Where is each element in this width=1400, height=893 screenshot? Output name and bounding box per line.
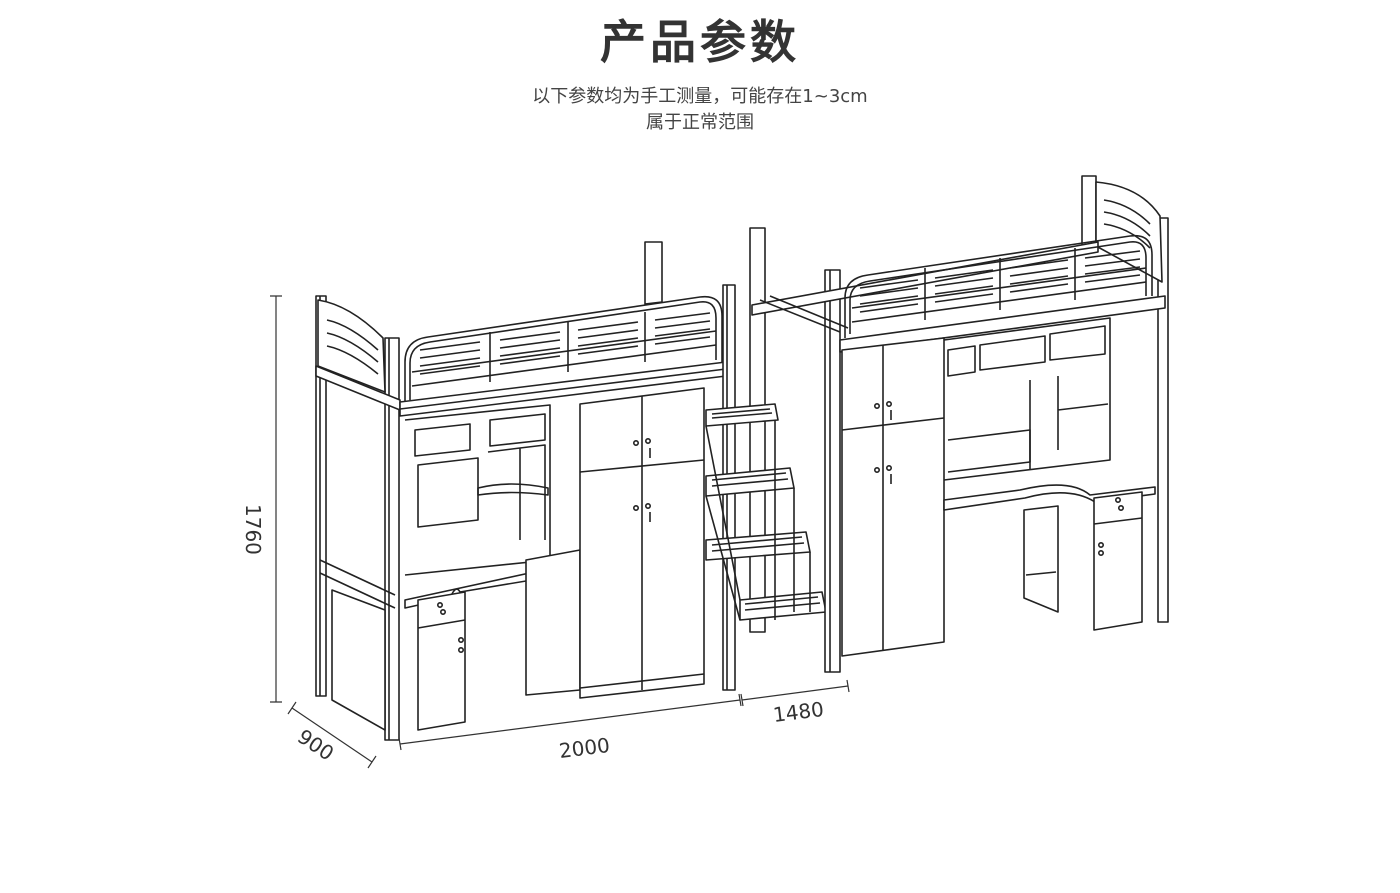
stair-unit [705, 227, 827, 633]
measurement-note-line1: 以下参数均为手工测量，可能存在1~3cm [532, 86, 868, 107]
length-dimension-label: 2000 [558, 733, 611, 763]
height-dimension-label: 1760 [241, 504, 265, 555]
depth-dimension-label: 900 [293, 724, 338, 765]
left-bed-unit [315, 241, 736, 741]
right-bed-unit [751, 175, 1169, 673]
measurement-note-line2: 属于正常范围 [646, 112, 754, 133]
stair-width-dimension-label: 1480 [772, 697, 825, 727]
page-title: 产品参数 [600, 15, 800, 69]
